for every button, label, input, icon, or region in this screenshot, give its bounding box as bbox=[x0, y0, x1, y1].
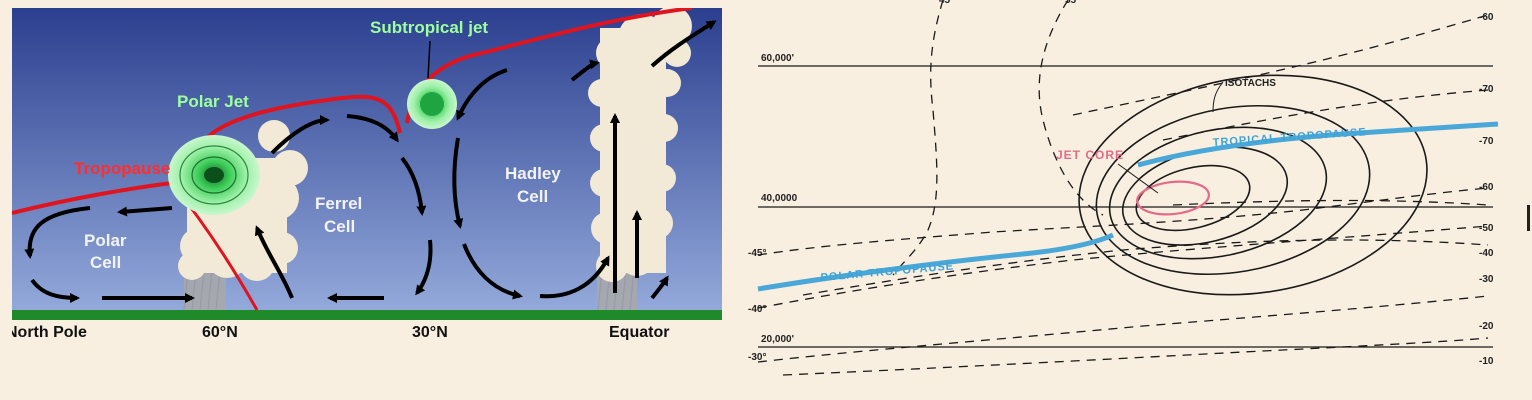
altitude-20000-label: 20,000' bbox=[761, 334, 794, 345]
hadley-arrow-down bbox=[452, 137, 464, 229]
ferrel-arrow-down-2 bbox=[415, 239, 433, 296]
lat-60-label: 60°N bbox=[202, 324, 238, 340]
north-pole-label: North Pole bbox=[12, 324, 87, 340]
temp-left-40: -40° bbox=[748, 304, 766, 315]
temp-right-6: -30 bbox=[1479, 274, 1494, 285]
jet-core-ellipse bbox=[1136, 180, 1210, 216]
temp-right-5: -40 bbox=[1479, 248, 1494, 259]
polar-arrow-bottom-left bbox=[30, 278, 80, 303]
altitude-lines bbox=[758, 65, 1493, 348]
temp-right-0: -60 bbox=[1479, 12, 1494, 23]
ferrel-arrow-top-left bbox=[270, 115, 330, 155]
equator-label: Equator bbox=[609, 324, 669, 340]
ferrel-cell-label-line1: Ferrel bbox=[315, 194, 362, 213]
temp-right-3: -60 bbox=[1479, 182, 1494, 193]
temp-left-45: -45° bbox=[748, 248, 766, 259]
hadley-cell-label-line2: Cell bbox=[517, 187, 548, 206]
ferrel-arrow-down-1 bbox=[400, 156, 427, 216]
ground-label-band bbox=[12, 320, 722, 340]
polar-cell-label-line1: Polar bbox=[84, 231, 127, 250]
cross-section-svg: 60,000' 40,0000 20,000' -45° -40° -30° 4… bbox=[743, 0, 1503, 382]
polar-cell-label-line2: Cell bbox=[90, 253, 121, 272]
temp-right-8: -10 bbox=[1479, 356, 1494, 367]
top-fragment-1: 45 bbox=[939, 0, 951, 6]
equator-cloud bbox=[588, 8, 692, 282]
jet-cross-section-diagram: 60,000' 40,0000 20,000' -45° -40° -30° 4… bbox=[743, 0, 1503, 382]
circulation-arrows bbox=[24, 20, 717, 303]
subtropical-jet-core bbox=[407, 79, 457, 129]
polar-jet-core bbox=[168, 135, 260, 215]
hadley-arrow-bottom-left bbox=[462, 243, 523, 300]
ferrel-arrow-top-right bbox=[346, 114, 399, 143]
polar-tropopause-line bbox=[757, 232, 1115, 292]
lat-30-label: 30°N bbox=[412, 324, 448, 340]
right-temperature-labels: -60 -70 -70 -60 -50 -40 -30 -20 -10 bbox=[1479, 12, 1494, 367]
ground-band bbox=[12, 310, 722, 320]
altitude-60000-label: 60,000' bbox=[761, 53, 794, 64]
isotachs-label: ISOTACHS bbox=[1225, 78, 1276, 89]
top-fragment-2: 55 bbox=[1065, 0, 1077, 6]
circulation-cells-diagram: Subtropical jet Polar Jet Tropopause Pol… bbox=[12, 8, 722, 340]
hadley-arrow-top-right bbox=[650, 20, 717, 68]
hadley-arrow-bottom bbox=[539, 255, 610, 299]
circulation-svg: Subtropical jet Polar Jet Tropopause Pol… bbox=[12, 8, 722, 340]
altitude-40000-label: 40,0000 bbox=[761, 193, 798, 204]
hadley-arrow-top bbox=[570, 59, 600, 82]
tropopause-label: Tropopause bbox=[74, 159, 170, 178]
ferrel-cell-label-line2: Cell bbox=[324, 217, 355, 236]
jet-core-label: JET CORE bbox=[1056, 148, 1124, 162]
temp-right-1: -70 bbox=[1479, 84, 1494, 95]
hadley-cell-label-line1: Hadley bbox=[505, 164, 561, 183]
tropical-tropopause-line bbox=[1137, 121, 1499, 168]
temp-right-7: -20 bbox=[1479, 321, 1494, 332]
edge-mark bbox=[1527, 205, 1530, 231]
hadley-arrow-top-left bbox=[456, 68, 508, 121]
polar-arrow-top bbox=[117, 206, 173, 217]
temp-right-2: -70 bbox=[1479, 136, 1494, 147]
temp-left-30: -30° bbox=[748, 352, 766, 363]
temp-right-4: -50 bbox=[1479, 223, 1494, 234]
polar-jet-label: Polar Jet bbox=[177, 92, 249, 111]
hadley-arrow-rise-3 bbox=[650, 275, 669, 300]
polar-arrow-left bbox=[24, 206, 91, 259]
ferrel-arrow-rise bbox=[254, 225, 294, 299]
subtropical-jet-label: Subtropical jet bbox=[370, 18, 488, 37]
